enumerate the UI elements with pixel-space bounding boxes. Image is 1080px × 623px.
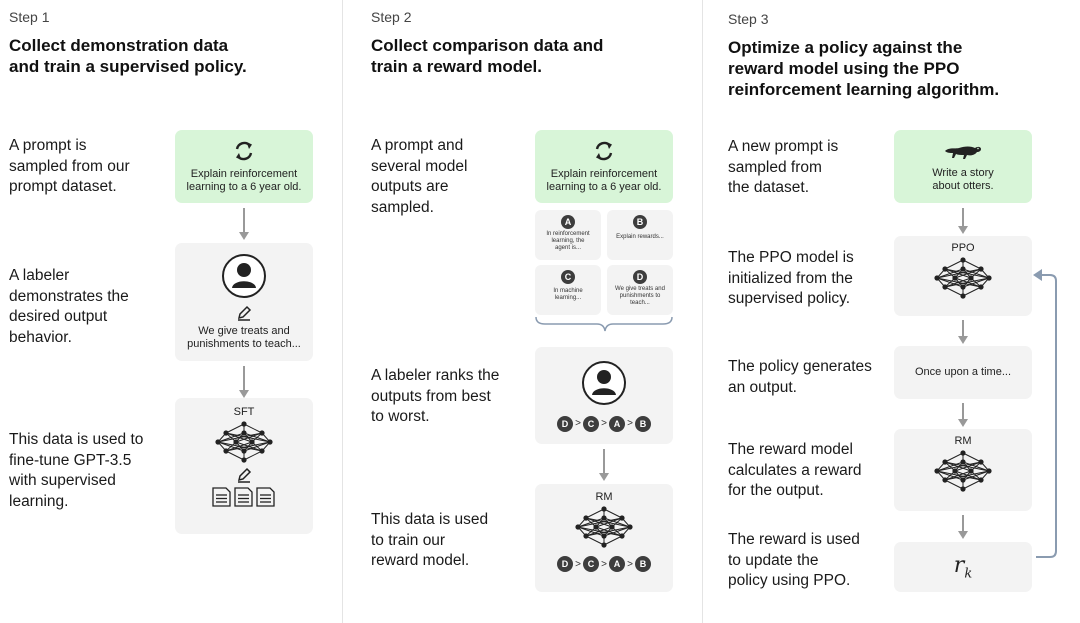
- step1-labeler-line1: We give treats and: [198, 325, 290, 337]
- step3-reward-box: rk: [894, 542, 1032, 592]
- column-divider-2: [702, 0, 703, 623]
- outputs-brace: [535, 316, 673, 332]
- step3-output-box: Once upon a time...: [894, 346, 1032, 399]
- rank-1: D: [557, 415, 573, 432]
- step2-label: Step 2: [371, 9, 412, 25]
- step2-prompt-line1: Explain reinforcement: [550, 167, 658, 180]
- ppo-label: PPO: [951, 242, 975, 254]
- step3-rm-box: RM: [894, 429, 1032, 511]
- neural-network-icon: [575, 506, 633, 548]
- step1-arrow-2: [239, 366, 249, 398]
- step3-prompt-line1: Write a story: [932, 166, 994, 179]
- refresh-icon: [235, 141, 253, 160]
- rank-3: A: [609, 415, 625, 432]
- user-icon: [222, 254, 266, 298]
- step3-label: Step 3: [728, 11, 769, 27]
- column-divider-1: [342, 0, 343, 623]
- rank-2: C: [583, 415, 599, 432]
- step3-arrow-1: [958, 208, 968, 234]
- output-letter-d: D: [633, 270, 647, 284]
- output-letter-c: C: [561, 270, 575, 284]
- ranking-row: D> C> A> B: [557, 556, 651, 572]
- rank-3: A: [609, 556, 625, 572]
- step2-arrow-1: [599, 449, 609, 481]
- step3-prompt-box: Write a story about otters.: [894, 130, 1032, 203]
- rank-2: C: [583, 556, 599, 572]
- neural-network-icon: [934, 450, 992, 492]
- step2-rm-box: RM D> C> A> B: [535, 484, 673, 592]
- rank-4: B: [635, 556, 651, 572]
- reward-symbol: rk: [953, 552, 973, 582]
- step1-prompt-line1: Explain reinforcement: [190, 167, 298, 180]
- step1-prompt-line2: learning to a 6 year old.: [186, 180, 302, 193]
- user-icon: [582, 360, 626, 405]
- rm-label: RM: [595, 491, 613, 503]
- feedback-loop-arrow: [1033, 269, 1057, 558]
- step1-prompt-box: Explain reinforcement learning to a 6 ye…: [175, 130, 313, 203]
- step1-labeler-box: We give treats and punishments to teach.…: [175, 243, 313, 361]
- otter-icon: [945, 146, 981, 159]
- rm-label: RM: [954, 435, 972, 447]
- rank-1: D: [557, 556, 573, 572]
- neural-network-icon: [934, 257, 992, 299]
- step3-arrow-3: [958, 403, 968, 427]
- step1-arrow-1: [239, 208, 249, 240]
- step1-labeler-line2: punishments to teach...: [187, 338, 301, 350]
- policy-output-text: Once upon a time...: [915, 366, 1011, 378]
- output-letter-a: A: [561, 215, 575, 229]
- step2-prompt-line2: learning to a 6 year old.: [546, 180, 662, 193]
- neural-network-icon: [215, 421, 273, 463]
- step3-prompt-line2: about otters.: [932, 179, 994, 192]
- output-text-b: Explain rewards...: [616, 234, 664, 240]
- refresh-icon: [595, 141, 613, 160]
- sft-label: SFT: [233, 406, 255, 418]
- step1-label: Step 1: [9, 9, 50, 25]
- rank-4: B: [635, 415, 651, 432]
- ranking-row: D> C> A> B: [557, 415, 651, 432]
- step1-sft-box: SFT: [175, 398, 313, 534]
- output-card-b: B Explain rewards...: [607, 210, 673, 260]
- step3-arrow-2: [958, 320, 968, 344]
- pencil-icon: [237, 467, 252, 483]
- documents-icon: [212, 487, 275, 507]
- step2-prompt-box: Explain reinforcement learning to a 6 ye…: [535, 130, 673, 203]
- step3-arrow-4: [958, 515, 968, 539]
- pencil-icon: [237, 305, 252, 321]
- step3-ppo-box: PPO: [894, 236, 1032, 316]
- output-letter-b: B: [633, 215, 647, 229]
- step2-ranking-box: D> C> A> B: [535, 347, 673, 444]
